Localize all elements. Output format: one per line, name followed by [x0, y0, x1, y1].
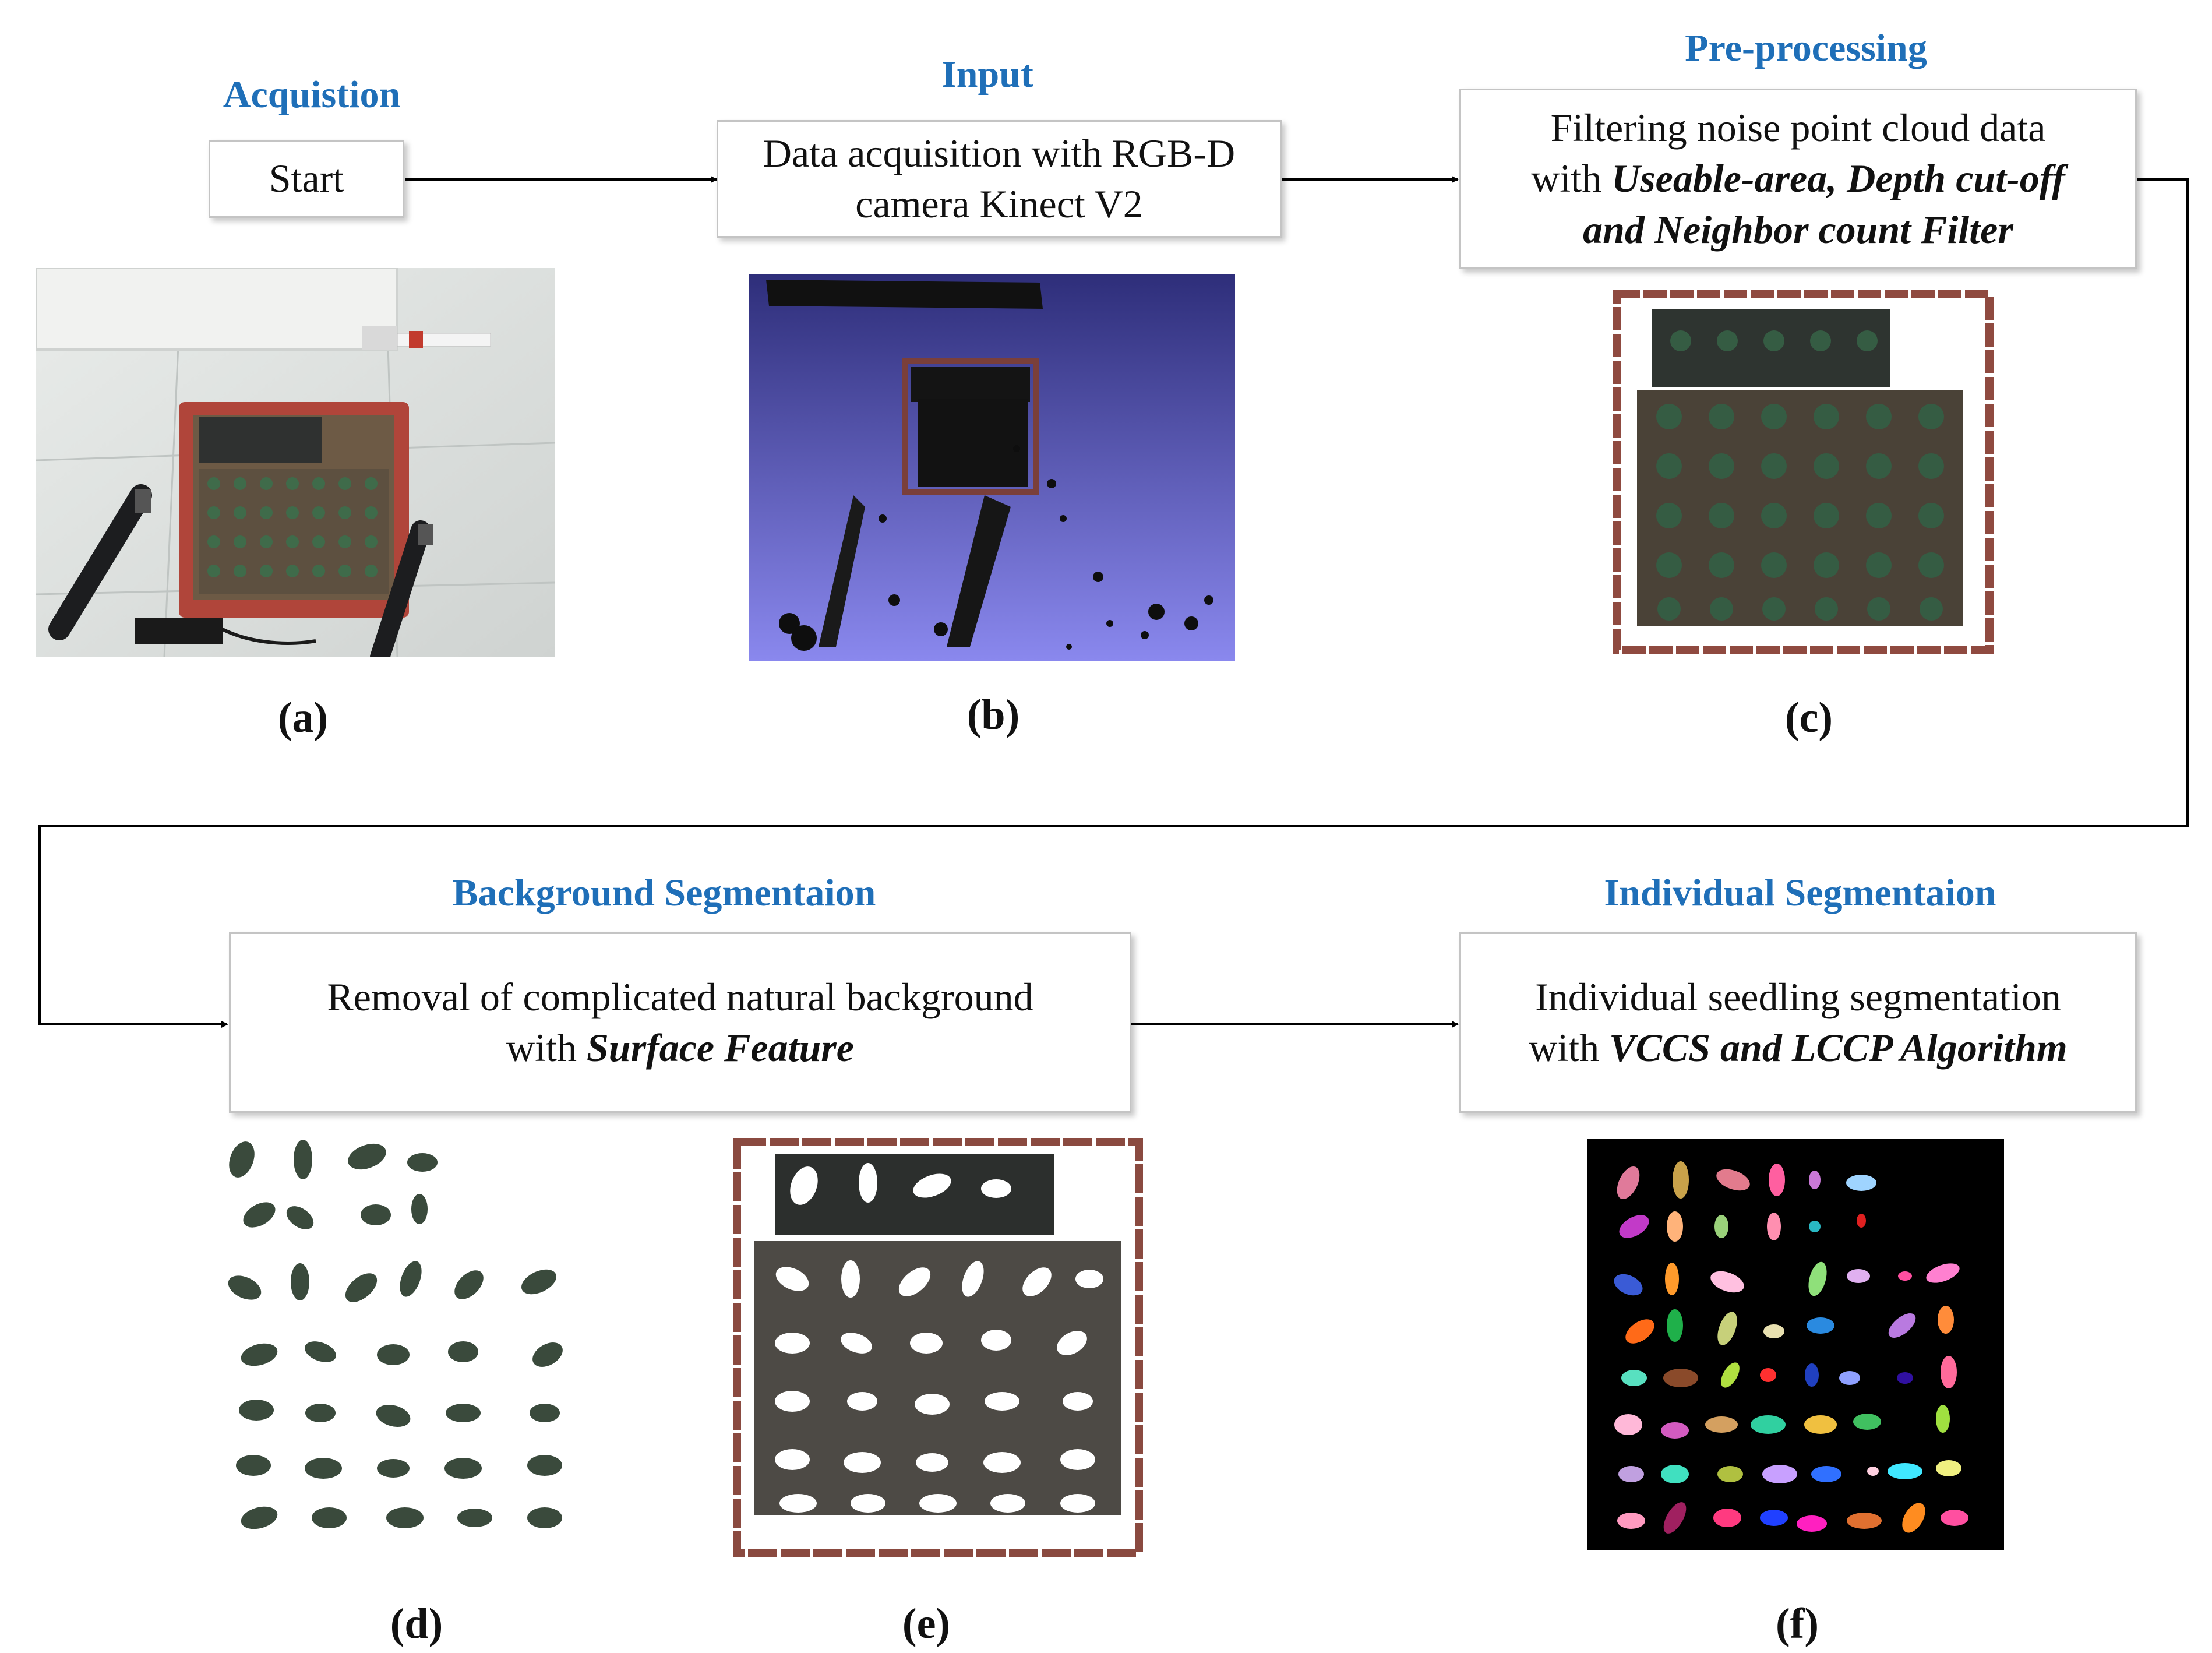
preprocessing-line2-plain: with — [1531, 156, 1612, 201]
input-box: Data acquisition with RGB-D camera Kinec… — [717, 120, 1282, 238]
individual-box: Individual seedling segmentation with VC… — [1459, 932, 2137, 1113]
preprocessing-line2-emphasis: Useable-area, Depth cut-off — [1611, 156, 2065, 201]
stage-title-acquisition: Acquistion — [223, 73, 401, 116]
raw-point-cloud-image — [749, 274, 1235, 661]
stage-title-background: Background Segmentaion — [452, 872, 876, 914]
background-box-line1: Removal of complicated natural backgroun… — [327, 974, 1033, 1019]
panel-label-a: (a) — [277, 694, 329, 742]
panel-label-d: (d) — [390, 1600, 443, 1648]
panel-label-b: (b) — [966, 691, 1020, 739]
individual-box-line1: Individual seedling segmentation — [1535, 974, 2061, 1019]
input-box-line2: camera Kinect V2 — [855, 182, 1143, 226]
background-box-line2: with Surface Feature — [506, 1023, 854, 1073]
background-box: Removal of complicated natural backgroun… — [229, 932, 1131, 1113]
individual-segmentation-image — [1587, 1139, 2004, 1550]
connector-preprocessing-to-background — [38, 178, 2189, 1028]
start-box-text: Start — [269, 156, 344, 201]
panel-label-f: (f) — [1776, 1600, 1819, 1648]
input-box-line1: Data acquisition with RGB-D — [763, 131, 1236, 175]
background-line2-plain: with — [506, 1025, 587, 1070]
photo-seedling-tray-setup — [36, 268, 555, 657]
individual-box-line2: with VCCS and LCCP Algorithm — [1529, 1023, 2068, 1073]
panel-label-e: (e) — [902, 1600, 951, 1648]
individual-line2-emphasis: VCCS and LCCP Algorithm — [1609, 1025, 2068, 1070]
stage-title-preprocessing: Pre-processing — [1685, 27, 1927, 69]
filtered-point-cloud-image — [1605, 286, 2001, 664]
background-line2-emphasis: Surface Feature — [586, 1025, 854, 1070]
seedlings-only-point-cloud — [218, 1127, 632, 1547]
preprocessing-box: Filtering noise point cloud data with Us… — [1459, 89, 2137, 269]
background-point-cloud — [728, 1133, 1148, 1564]
preprocessing-box-line3: and Neighbor count Filter — [1583, 207, 2013, 252]
preprocessing-box-line2: with Useable-area, Depth cut-off — [1531, 153, 2065, 204]
stage-title-input: Input — [941, 53, 1033, 96]
preprocessing-box-line1: Filtering noise point cloud data — [1550, 105, 2046, 150]
stage-title-individual: Individual Segmentaion — [1604, 872, 1996, 914]
panel-label-c: (c) — [1784, 694, 1833, 742]
individual-line2-plain: with — [1529, 1025, 1610, 1070]
start-box: Start — [209, 140, 404, 218]
